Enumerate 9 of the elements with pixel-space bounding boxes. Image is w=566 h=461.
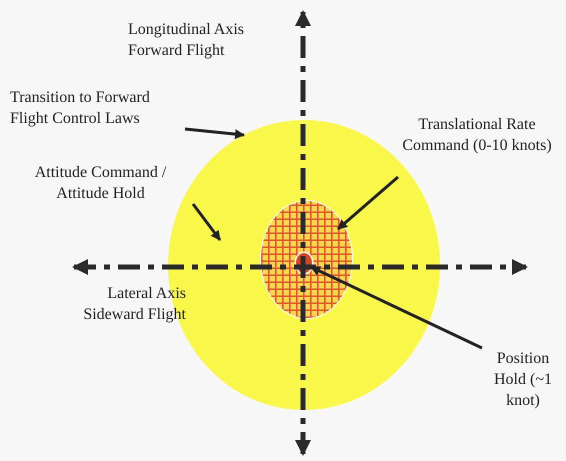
zone-label: Attitude Command / Attitude Hold [8, 162, 193, 204]
zone-label: Position Hold (~1 knot) [482, 348, 564, 411]
leader-arrow [184, 128, 245, 140]
axis-label: Longitudinal Axis Forward Flight [128, 20, 245, 61]
leader-arrow [310, 266, 483, 350]
leader-arrow [192, 203, 222, 241]
zone-label: Translational Rate Command (0-10 knots) [398, 114, 556, 156]
zone-label: Transition to Forward Flight Control Laws [10, 87, 185, 129]
leader-arrow [337, 176, 399, 230]
